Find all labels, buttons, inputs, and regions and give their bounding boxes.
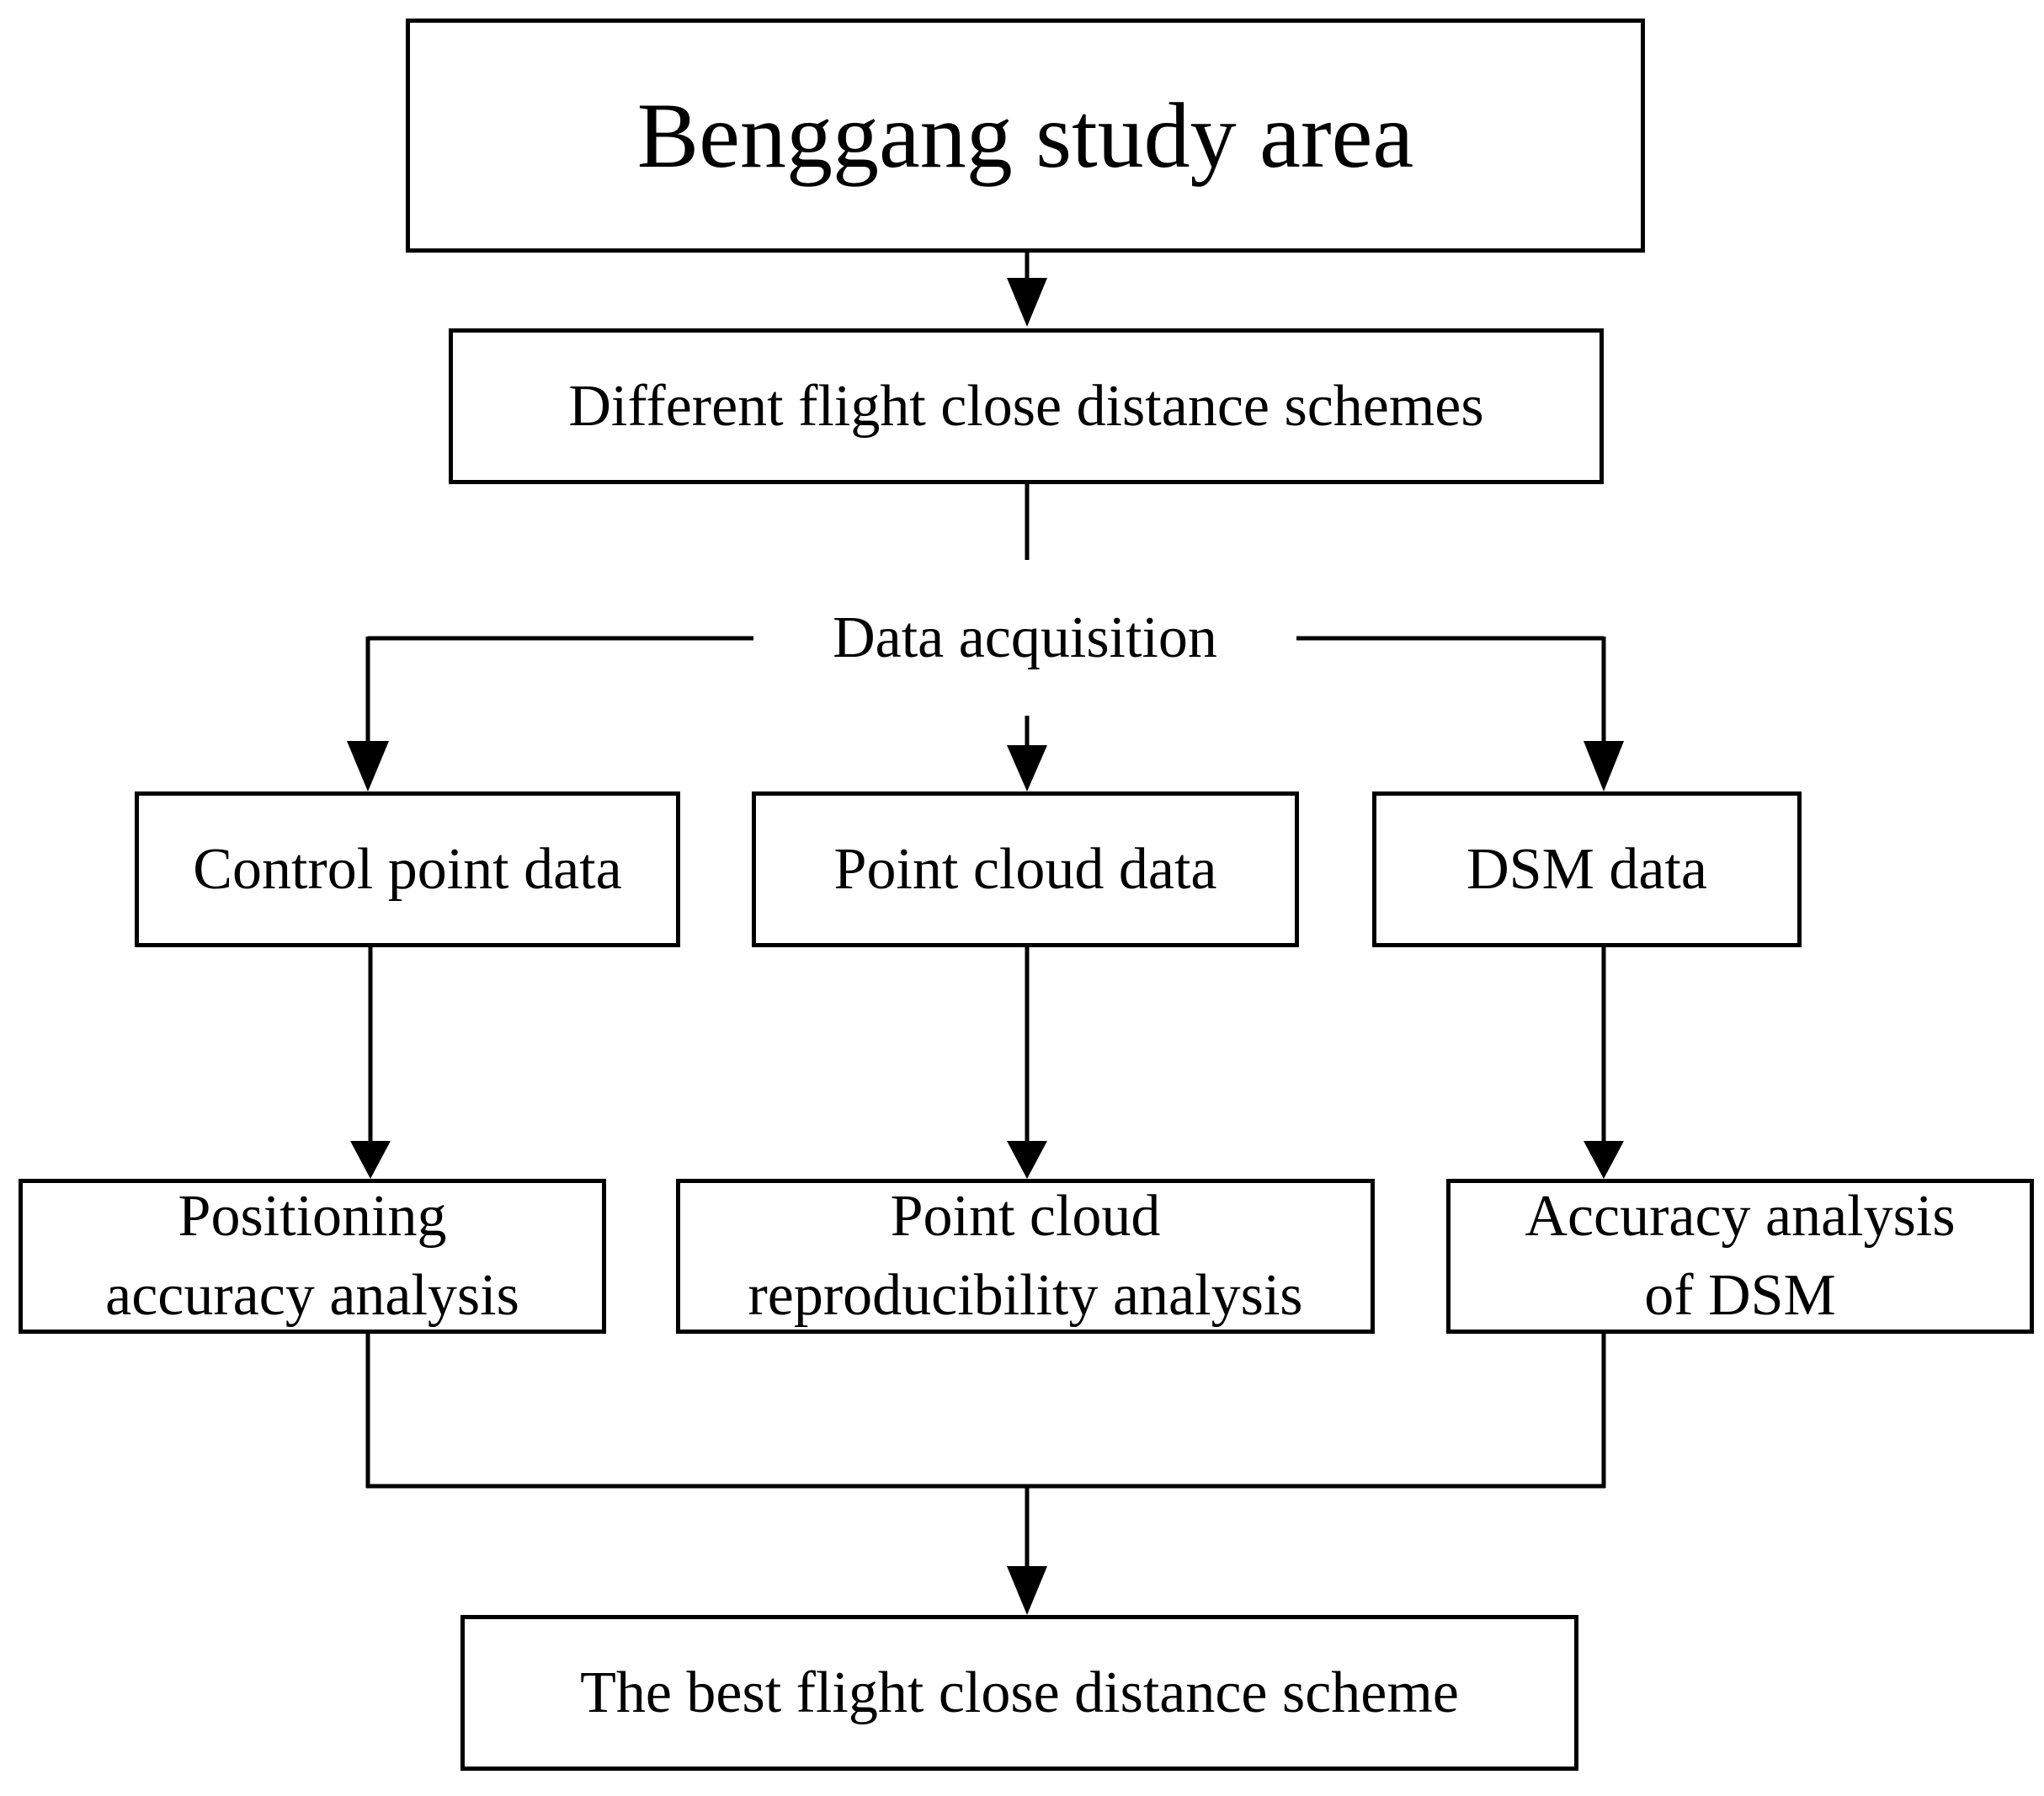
node-reproducibility-analysis-line2: reproducibility analysis (748, 1263, 1303, 1328)
arrowhead-to-control-point (347, 741, 389, 791)
node-control-point-data-text: Control point data (193, 836, 622, 902)
node-title-text: Benggang study area (636, 83, 1414, 187)
node-dsm-data: DSM data (1372, 791, 1802, 947)
node-positioning-analysis-line2: accuracy analysis (105, 1263, 519, 1328)
node-dsm-data-text: DSM data (1466, 836, 1707, 902)
node-point-cloud-data-text: Point cloud data (833, 836, 1217, 902)
node-reproducibility-analysis: Point cloud reproducibility analysis (676, 1179, 1375, 1334)
node-schemes-text: Different flight close distance schemes (568, 373, 1484, 439)
node-schemes: Different flight close distance schemes (449, 328, 1604, 484)
arrowhead-to-point-cloud (1007, 745, 1047, 791)
node-best-scheme-text: The best flight close distance scheme (580, 1660, 1459, 1725)
node-positioning-analysis: Positioning accuracy analysis (19, 1179, 606, 1334)
arrowhead-to-dsm (1584, 741, 1624, 791)
arrowhead-to-result (1007, 1566, 1047, 1615)
arrowhead-to-reproducibility (1007, 1141, 1047, 1179)
arrowhead-to-accuracy (1584, 1141, 1624, 1179)
node-point-cloud-data: Point cloud data (752, 791, 1299, 947)
node-title: Benggang study area (406, 19, 1645, 253)
node-dsm-accuracy-analysis-line2: of DSM (1644, 1263, 1836, 1328)
node-positioning-analysis-line1: Positioning (178, 1183, 447, 1249)
label-data-acquisition: Data acquisition (758, 600, 1292, 677)
node-dsm-accuracy-analysis-line1: Accuracy analysis (1525, 1183, 1956, 1249)
label-data-acquisition-text: Data acquisition (833, 605, 1217, 670)
node-control-point-data: Control point data (135, 791, 680, 947)
node-best-scheme: The best flight close distance scheme (460, 1615, 1578, 1771)
arrowhead-title-to-schemes (1007, 278, 1047, 327)
node-dsm-accuracy-analysis: Accuracy analysis of DSM (1446, 1179, 2034, 1334)
node-reproducibility-analysis-line1: Point cloud (890, 1183, 1161, 1249)
arrowhead-to-positioning (350, 1141, 391, 1179)
